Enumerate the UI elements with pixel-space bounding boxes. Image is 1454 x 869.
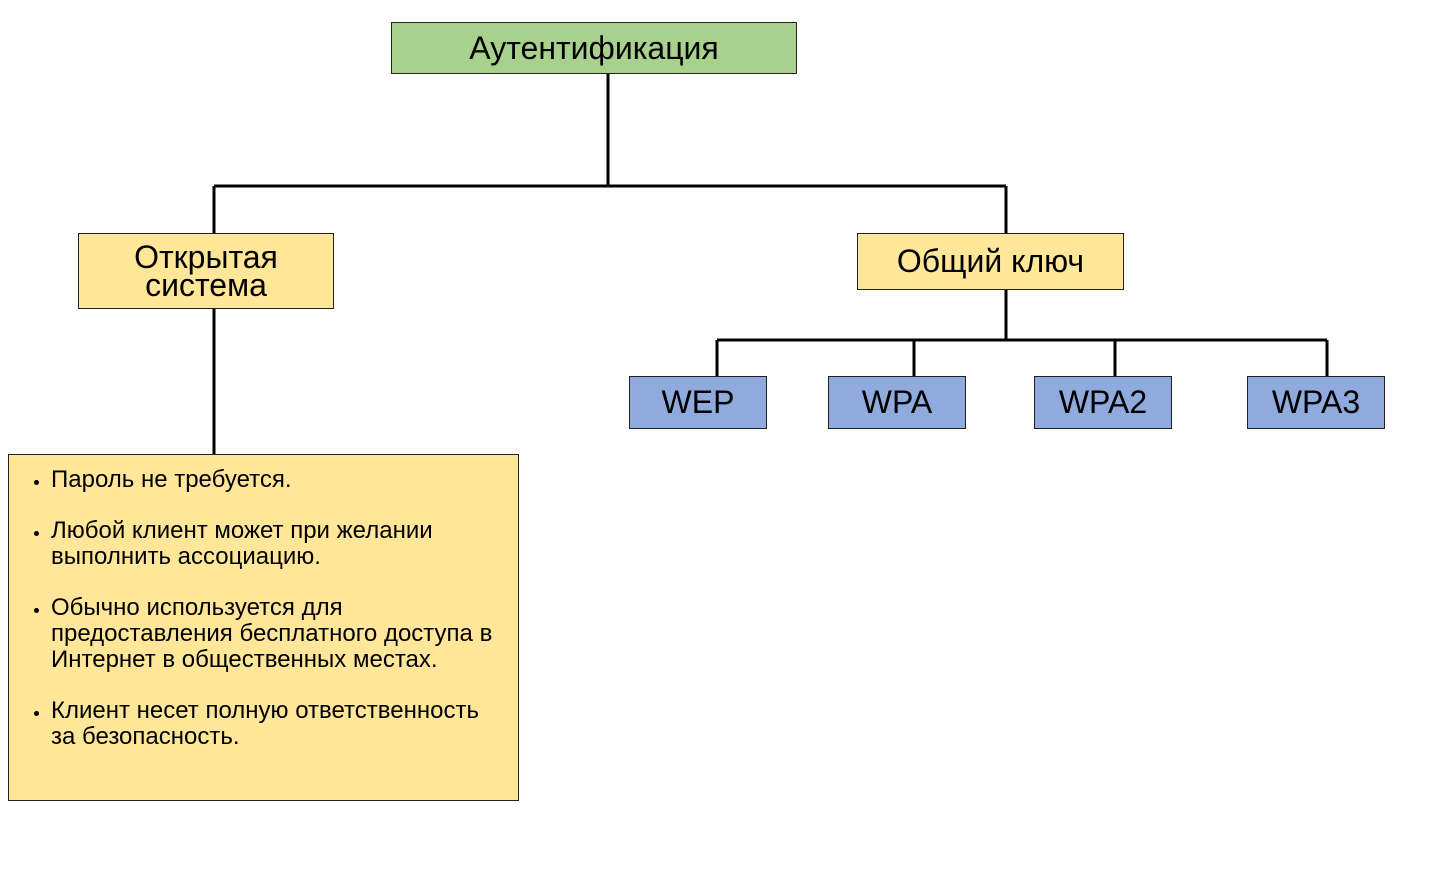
protocol-node-wpa3: WPA3 <box>1247 376 1385 429</box>
method-node-label: Открытая система <box>134 239 278 303</box>
protocol-node-label: WEP <box>661 384 735 420</box>
root-node-authentication: Аутентификация <box>391 22 797 74</box>
method-node-open-system: Открытая система <box>78 233 334 309</box>
protocol-node-label: WPA <box>861 384 933 420</box>
note-item: Клиент несет полную ответственность за б… <box>51 698 504 750</box>
open-system-notes-box: Пароль не требуется. Любой клиент может … <box>8 454 519 801</box>
note-item: Пароль не требуется. <box>51 467 504 493</box>
protocol-node-wep: WEP <box>629 376 767 429</box>
protocol-node-label: WPA3 <box>1271 384 1361 420</box>
protocol-node-wpa2: WPA2 <box>1034 376 1172 429</box>
protocol-node-label: WPA2 <box>1058 384 1148 420</box>
protocol-node-wpa: WPA <box>828 376 966 429</box>
note-item: Обычно используется для предоставления б… <box>51 595 504 673</box>
note-item: Любой клиент может при желании выполнить… <box>51 518 504 570</box>
method-node-label: Общий ключ <box>896 243 1085 279</box>
method-node-shared-key: Общий ключ <box>857 233 1124 290</box>
root-node-label: Аутентификация <box>469 29 719 66</box>
open-system-notes-list: Пароль не требуется. Любой клиент может … <box>23 467 504 750</box>
